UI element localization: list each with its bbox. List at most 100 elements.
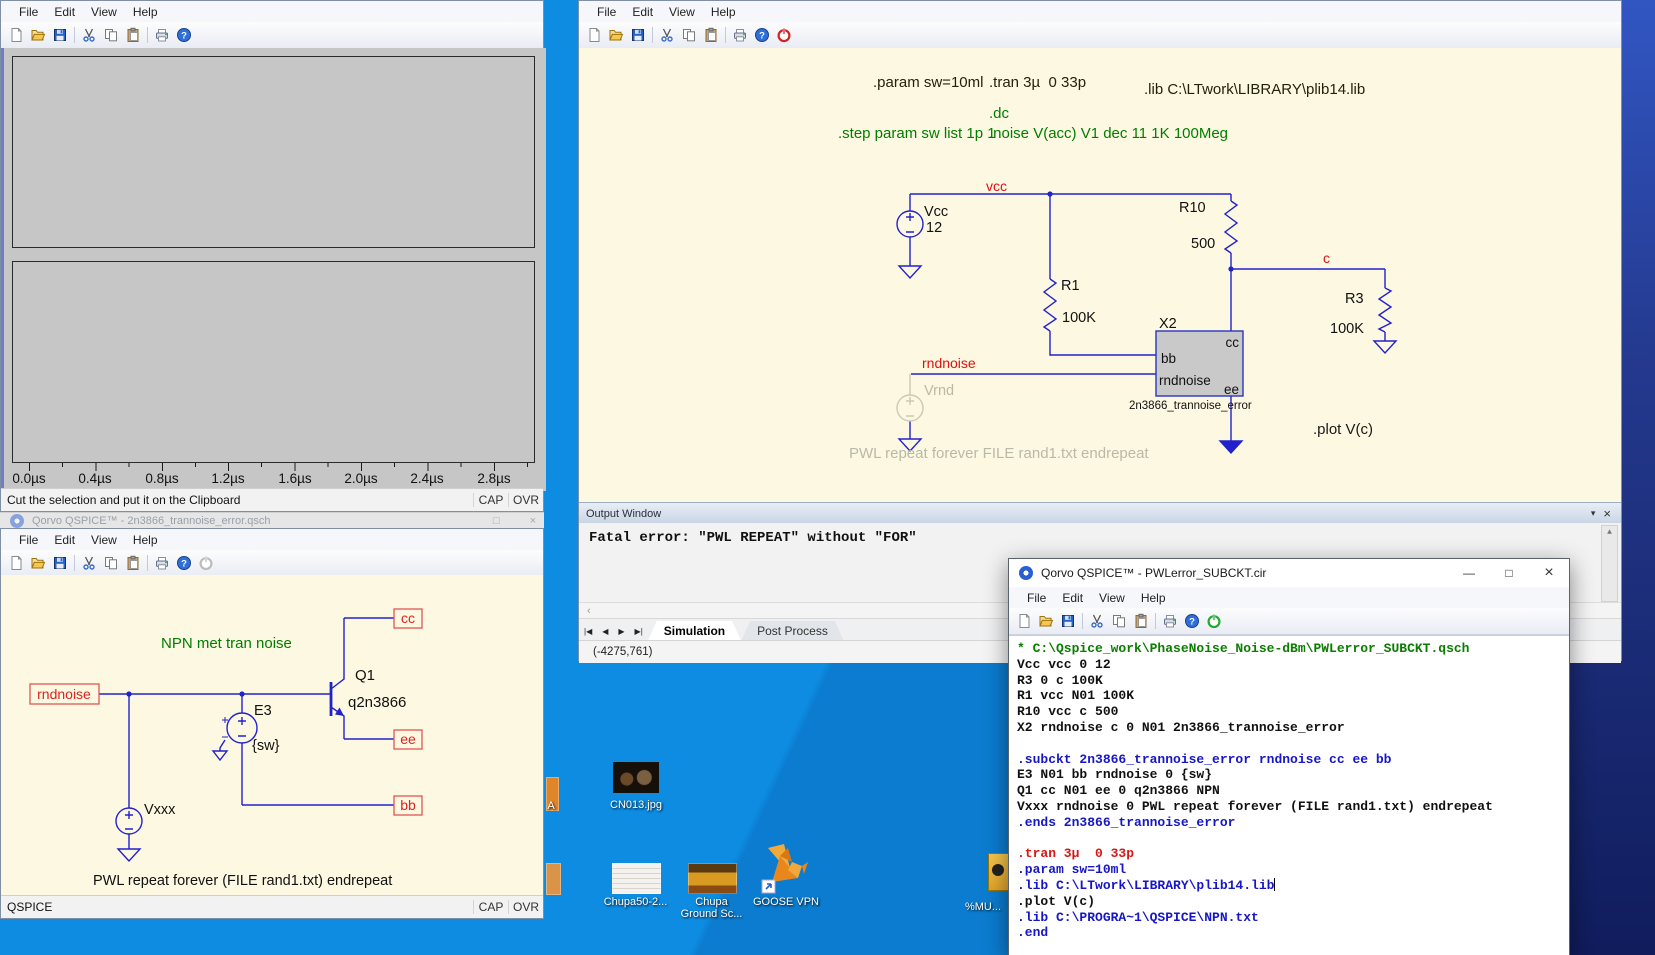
cut-button[interactable] — [1086, 610, 1108, 632]
r10-value[interactable]: 500 — [1191, 236, 1215, 252]
desktop-icon-goose-label[interactable]: GOOSE VPN — [736, 896, 836, 908]
menu-view[interactable]: View — [661, 3, 703, 21]
port-rndnoise[interactable]: rndnoise — [37, 686, 91, 702]
close-button[interactable]: × — [1529, 559, 1569, 587]
net-label-vcc[interactable]: vcc — [986, 178, 1007, 194]
save-button[interactable] — [627, 24, 649, 46]
r3-value[interactable]: 100K — [1330, 321, 1364, 337]
new-file-button[interactable] — [583, 24, 605, 46]
vxxx-refdes[interactable]: Vxxx — [144, 802, 176, 818]
menu-help[interactable]: Help — [703, 3, 744, 21]
q1-model[interactable]: q2n3866 — [348, 694, 406, 711]
schematic-annotation[interactable]: NPN met tran noise — [161, 635, 292, 652]
desktop-icon-chupa-ground-thumbnail[interactable] — [688, 863, 737, 894]
directive-plot[interactable]: .plot V(c) — [1313, 421, 1373, 438]
print-button[interactable] — [151, 552, 173, 574]
run-button[interactable] — [1203, 610, 1225, 632]
net-label-c[interactable]: c — [1323, 250, 1330, 266]
directive-dc[interactable]: .dc — [989, 105, 1010, 122]
save-button[interactable] — [1057, 610, 1079, 632]
netlist-title-bar[interactable]: Qorvo QSPICE™ - PWLerror_SUBCKT.cir — □ … — [1009, 559, 1569, 587]
maximize-button[interactable]: □ — [1489, 559, 1529, 587]
menu-file[interactable]: File — [589, 3, 624, 21]
r3-refdes[interactable]: R3 — [1345, 291, 1364, 307]
save-button[interactable] — [49, 552, 71, 574]
r1-refdes[interactable]: R1 — [1061, 278, 1080, 294]
output-vertical-scrollbar[interactable]: ▲ — [1601, 525, 1618, 602]
print-button[interactable] — [1159, 610, 1181, 632]
e3-refdes[interactable]: E3 — [254, 703, 272, 719]
tab-nav-last-icon[interactable]: ▶| — [630, 627, 648, 641]
open-file-button[interactable] — [27, 552, 49, 574]
help-button[interactable] — [173, 552, 195, 574]
menu-view[interactable]: View — [1091, 589, 1133, 607]
tab-nav-prev-icon[interactable]: ◀ — [597, 627, 613, 641]
close-icon[interactable]: × — [530, 515, 536, 527]
copy-button[interactable] — [100, 552, 122, 574]
directive-lib[interactable]: .lib C:\LTwork\LIBRARY\plib14.lib — [1144, 81, 1365, 98]
menu-edit[interactable]: Edit — [46, 531, 83, 549]
menu-help[interactable]: Help — [125, 3, 166, 21]
desktop-icon-mu-label[interactable]: %MU... — [960, 901, 1006, 913]
copy-button[interactable] — [100, 24, 122, 46]
menu-file[interactable]: File — [11, 3, 46, 21]
menu-edit[interactable]: Edit — [1054, 589, 1091, 607]
scroll-left-icon[interactable]: ‹ — [579, 605, 591, 617]
directive-step[interactable]: .step param sw list 1p 1 — [838, 125, 996, 142]
copy-button[interactable] — [1108, 610, 1130, 632]
q1-refdes[interactable]: Q1 — [355, 667, 375, 684]
open-file-button[interactable] — [27, 24, 49, 46]
r1-value[interactable]: 100K — [1062, 310, 1096, 326]
vrnd-refdes[interactable]: Vrnd — [924, 383, 954, 399]
open-file-button[interactable] — [605, 24, 627, 46]
tab-nav-next-icon[interactable]: ▶ — [613, 627, 629, 641]
menu-edit[interactable]: Edit — [46, 3, 83, 21]
waveform-pane-1[interactable] — [12, 56, 535, 248]
paste-button[interactable] — [700, 24, 722, 46]
directive-param[interactable]: .param sw=10ml — [873, 74, 983, 91]
port-bb[interactable]: bb — [400, 797, 416, 813]
run-abort-button[interactable] — [773, 24, 795, 46]
open-file-button[interactable] — [1035, 610, 1057, 632]
vxxx-pwl-text[interactable]: PWL repeat forever (FILE rand1.txt) endr… — [93, 873, 392, 889]
port-ee[interactable]: ee — [400, 731, 416, 747]
paste-button[interactable] — [1130, 610, 1152, 632]
subckt-schematic-canvas[interactable]: NPN met tran noise — [1, 575, 543, 898]
netlist-text-editor[interactable]: * C:\Qspice_work\PhaseNoise_Noise-dBm\PW… — [1009, 635, 1569, 955]
minimize-button[interactable]: — — [1449, 559, 1489, 587]
vcc-value[interactable]: 12 — [926, 220, 942, 236]
menu-help[interactable]: Help — [125, 531, 166, 549]
copy-button[interactable] — [678, 24, 700, 46]
x2-subckt-name[interactable]: 2n3866_trannoise_error — [1129, 400, 1252, 412]
new-file-button[interactable] — [5, 24, 27, 46]
directive-tran[interactable]: .tran 3µ 0 33p — [989, 74, 1086, 91]
menu-view[interactable]: View — [83, 531, 125, 549]
main-schematic-canvas[interactable]: .param sw=10ml .tran 3µ 0 33p .lib C:\LT… — [579, 48, 1621, 502]
output-close-icon[interactable]: × — [1603, 506, 1621, 521]
menu-view[interactable]: View — [83, 3, 125, 21]
x2-refdes[interactable]: X2 — [1159, 316, 1177, 332]
e3-value[interactable]: {sw} — [252, 738, 280, 754]
print-button[interactable] — [729, 24, 751, 46]
desktop-icon-cn013-label[interactable]: CN013.jpg — [586, 799, 686, 811]
goose-vpn-icon[interactable] — [758, 840, 814, 896]
scroll-up-icon[interactable]: ▲ — [1602, 526, 1617, 539]
paste-button[interactable] — [122, 552, 144, 574]
port-cc[interactable]: cc — [401, 610, 415, 626]
desktop-icon-cn013-thumbnail[interactable] — [613, 762, 659, 793]
waveform-plot-area[interactable]: 0.0µs 0.4µs 0.8µs 1.2µs 1.6µs 2.0µs 2.4µ… — [1, 48, 546, 491]
cut-button[interactable] — [656, 24, 678, 46]
desktop-icon-chupa50-thumbnail[interactable] — [612, 863, 661, 894]
output-collapse-icon[interactable]: ▾ — [1583, 508, 1604, 519]
help-button[interactable] — [751, 24, 773, 46]
background-window-title-bar[interactable]: Qorvo QSPICE™ - 2n3866_trannoise_error.q… — [0, 512, 544, 529]
directive-noise[interactable]: .noise V(acc) V1 dec 11 1K 100Meg — [989, 125, 1228, 142]
maximize-icon[interactable]: □ — [493, 515, 500, 527]
vrnd-source-symbol[interactable] — [897, 374, 923, 421]
cut-button[interactable] — [78, 552, 100, 574]
desktop-icon-mu-thumbnail[interactable] — [988, 853, 1009, 891]
menu-edit[interactable]: Edit — [624, 3, 661, 21]
net-label-rndnoise[interactable]: rndnoise — [922, 355, 976, 371]
tab-simulation[interactable]: Simulation — [648, 621, 741, 641]
menu-file[interactable]: File — [11, 531, 46, 549]
